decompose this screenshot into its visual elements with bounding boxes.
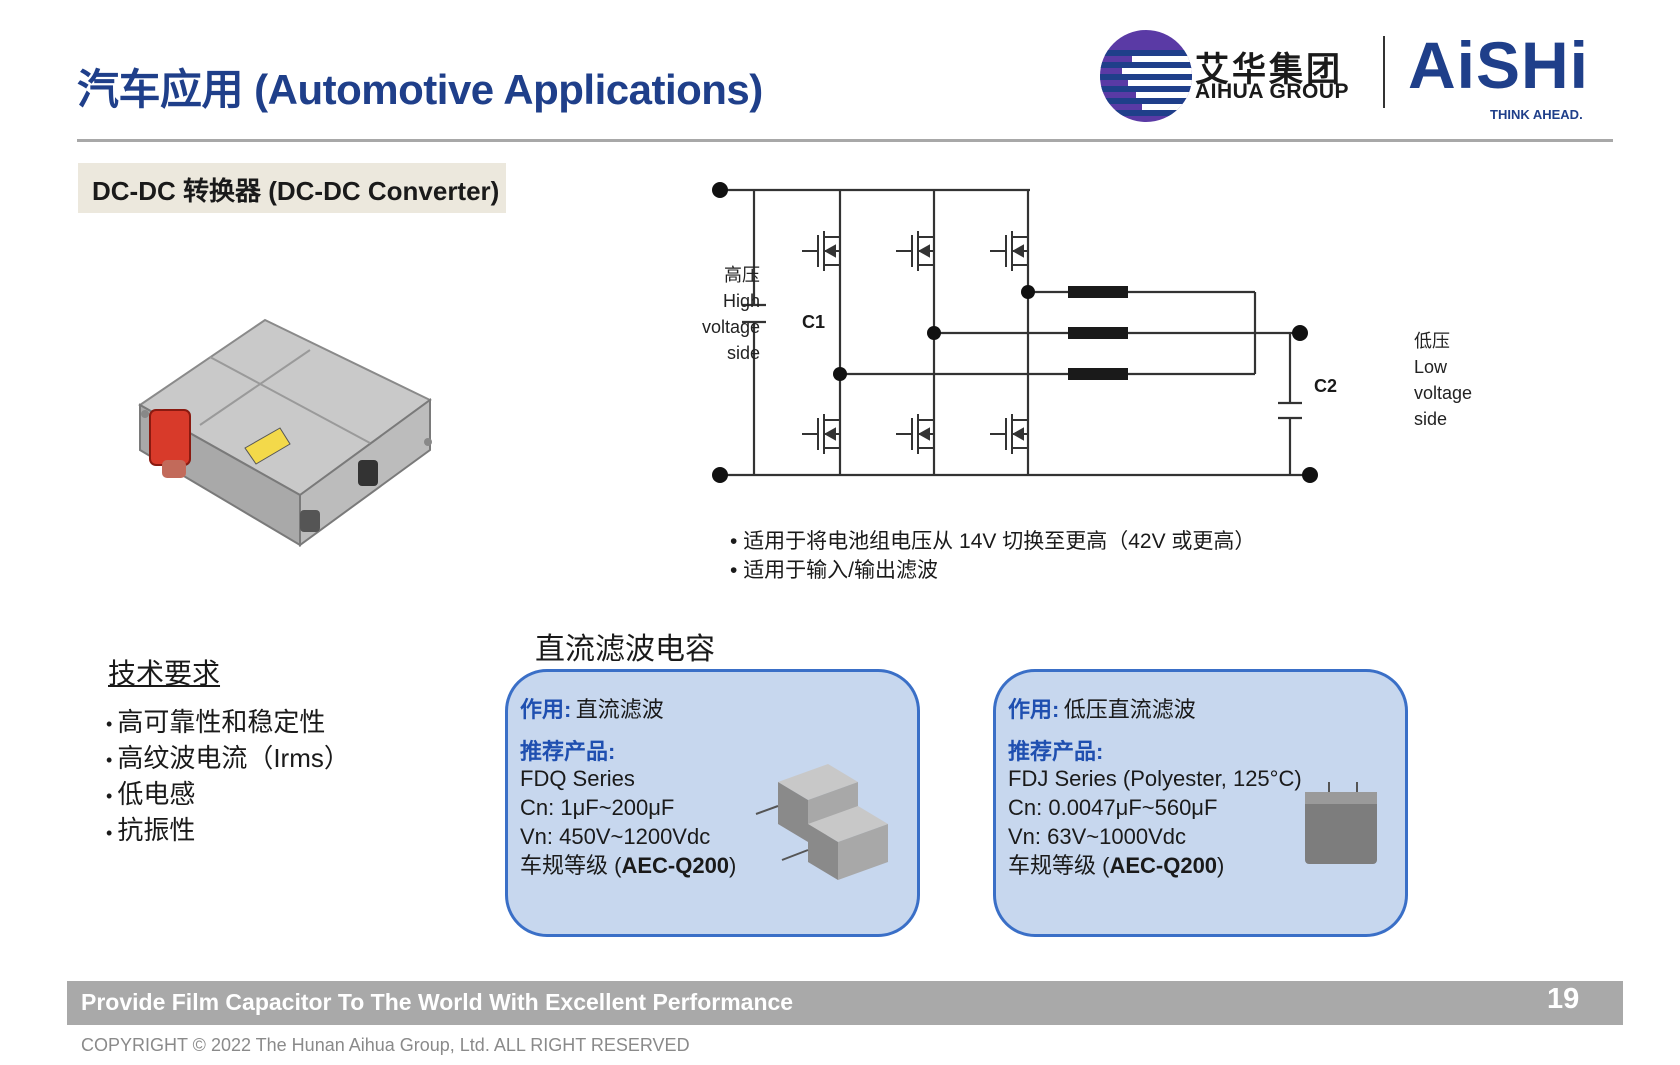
recommended-label: 推荐产品: [520,739,616,764]
aihua-cn-logo-text: 艾华集团 [1195,50,1343,90]
header-divider [77,139,1613,142]
grade-line: 车规等级 (AEC-Q200) [1008,853,1225,878]
grade-line: 车规等级 (AEC-Q200) [520,853,737,878]
requirements-list: 高可靠性和稳定性 高纹波电流（Irms） 低电感 抗振性 [106,705,350,850]
dc-dc-converter-image [138,318,432,547]
dc-filter-heading: 直流滤波电容 [535,633,715,666]
subtitle-box [78,163,506,213]
mosfet-upper-group [802,231,1028,271]
logo-divider [1383,36,1385,108]
requirement-item: 高可靠性和稳定性 [106,705,350,741]
requirement-item: 低电感 [106,777,350,813]
role-value: 直流滤波 [575,697,664,722]
role-label: 作用: [520,697,572,722]
voltage-range: Vn: 63V~1000Vdc [1008,824,1186,849]
role-label: 作用: [1008,697,1060,722]
application-bullets: • 适用于将电池组电压从 14V 切换至更高（42V 或更高） • 适用于输入/… [730,527,1255,585]
capacitance-range: Cn: 0.0047μF~560μF [1008,795,1218,820]
requirements-heading: 技术要求 [108,658,221,689]
application-bullet: • 适用于将电池组电压从 14V 切换至更高（42V 或更高） [730,530,1256,553]
footer-bar [67,981,1623,1025]
role-value: 低压直流滤波 [1063,697,1196,722]
mosfet-lower-group [802,414,1028,454]
capacitance-range: Cn: 1μF~200μF [520,795,675,820]
product-card-fdj: 作用: 低压直流滤波 推荐产品: FDJ Series (Polyester, … [993,669,1408,937]
low-voltage-side-label: 低压 Low voltage side [1414,331,1473,429]
application-bullet: • 适用于输入/输出滤波 [730,559,939,582]
c1-label: C1 [802,312,826,332]
dc-dc-circuit-diagram [712,182,1318,483]
series-name: FDJ Series (Polyester, 125°C) [1008,766,1302,791]
c2-label: C2 [1314,376,1338,396]
fdj-capacitor-image [1305,782,1377,864]
series-name: FDQ Series [520,766,635,791]
fdq-capacitor-image [755,764,888,880]
aishi-logo-text: AiSHi [1408,28,1590,102]
copyright-text: COPYRIGHT © 2022 The Hunan Aihua Group, … [81,1035,690,1055]
product-card-fdq: 作用: 直流滤波 推荐产品: FDQ Series Cn: 1μF~200μF … [505,669,920,937]
aihua-emblem-icon [1100,30,1192,122]
section-subtitle: DC-DC 转换器 (DC-DC Converter) [92,176,500,206]
requirement-item: 高纹波电流（Irms） [106,741,350,777]
voltage-range: Vn: 450V~1200Vdc [520,824,711,849]
aihua-logo [1092,20,1612,130]
recommended-label: 推荐产品: [1008,739,1104,764]
aihua-en-logo-text: AIHUA GROUP [1195,80,1350,103]
requirement-item: 抗振性 [106,813,350,849]
page-number: 19 [1547,983,1580,1015]
page-title: 汽车应用 (Automotive Applications) [77,66,763,113]
high-voltage-side-label: 高压 High voltage side [701,265,760,363]
aishi-tagline: THINK AHEAD. [1490,107,1583,122]
footer-slogan: Provide Film Capacitor To The World With… [81,989,794,1015]
